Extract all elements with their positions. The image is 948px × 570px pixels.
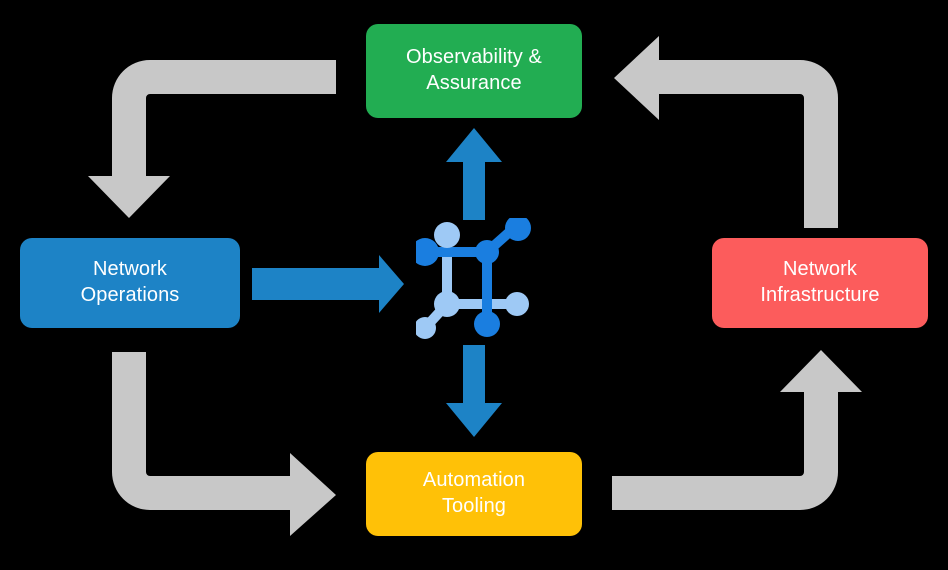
network-topology-icon [416, 218, 531, 339]
gray-arrow-observability-to-operations [88, 60, 336, 218]
node-box-automation-tooling[interactable]: Automation Tooling [366, 452, 582, 536]
topology-nodes-secondary [416, 222, 529, 339]
gray-arrow-infrastructure-to-observability [614, 36, 838, 228]
node-label-automation-tooling: Automation Tooling [422, 469, 526, 517]
node-label-network-operations: Network Operations [80, 258, 180, 306]
node-label-observability: Observability & Assurance [406, 46, 542, 94]
blue-arrow-operations-to-center [252, 255, 404, 313]
blue-arrow-center-to-observability [446, 128, 502, 220]
node-box-observability[interactable]: Observability & Assurance [366, 24, 582, 118]
node-box-network-infrastructure[interactable]: Network Infrastructure [712, 238, 928, 328]
node-label-network-infrastructure: Network Infrastructure [760, 258, 880, 306]
gray-arrow-operations-to-automation [112, 352, 336, 536]
gray-arrow-automation-to-infrastructure [612, 350, 862, 510]
blue-arrow-center-to-automation [446, 345, 502, 437]
topology-nodes-primary [416, 218, 531, 337]
node-box-network-operations[interactable]: Network Operations [20, 238, 240, 328]
